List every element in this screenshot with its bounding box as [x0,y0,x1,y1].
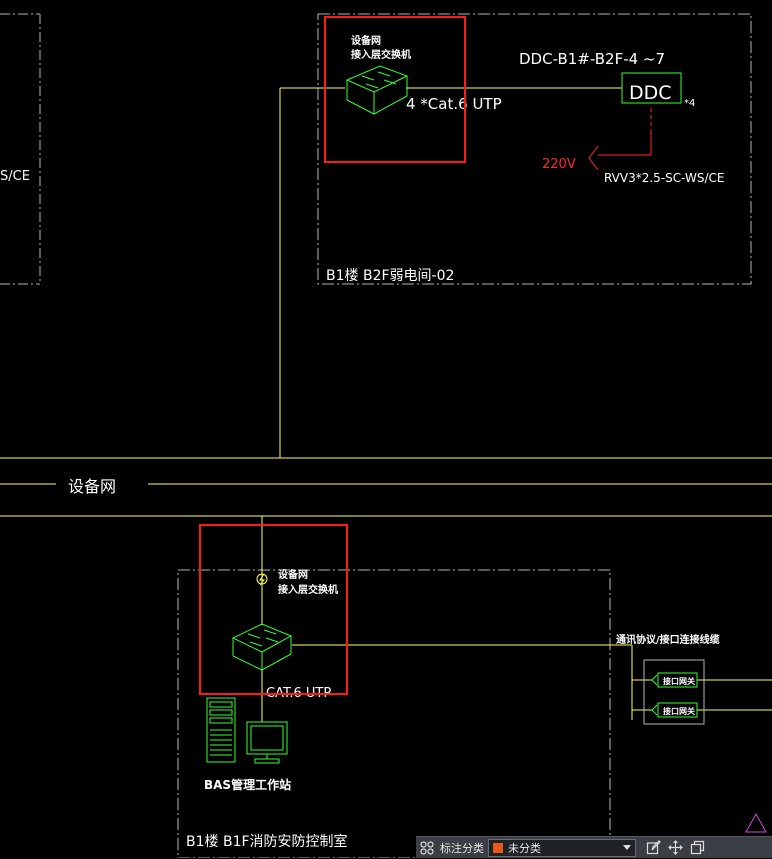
power-line [588,108,652,171]
room2-switch-label-line2: 接入层交换机 [278,583,338,596]
copy-icon[interactable] [686,837,708,859]
room1-cable-label: 4 *Cat.6 UTP [406,95,502,113]
edit-icon[interactable] [642,837,664,859]
room2-switch-label-line1: 设备网 [278,568,308,581]
ddc-title: DDC-B1#-B2F-4 ~7 [519,50,665,68]
annotation-category-select[interactable]: 未分类 [488,838,636,857]
move-icon[interactable] [664,837,686,859]
annotation-category-value: 未分类 [508,841,541,855]
room1-links [279,87,622,458]
room2-highlight-box [199,524,348,695]
room2-links [261,516,772,722]
workstation-label: BAS管理工作站 [204,777,291,792]
room1-switch-icon[interactable] [345,65,409,115]
gateway2-label: 接口网关 [663,706,695,716]
room2-switch-icon[interactable] [231,623,293,671]
room1-label: B1楼 B2F弱电间-02 [326,268,454,284]
left-partial-frame [0,13,41,285]
room1-frame [317,13,752,285]
left-partial-label: S/CE [0,169,30,184]
gateway1-box[interactable] [657,672,698,688]
gateway1-label: 接口网关 [663,676,695,686]
gateway2-box[interactable] [657,702,698,718]
computer-tower-icon [206,697,236,763]
monitor-icon [246,721,288,764]
gateway-frame [643,659,705,725]
surge-protector-icon [256,573,268,586]
room1-highlight-box [324,16,466,163]
annotation-toolbar: 标注分类 未分类 [416,836,772,858]
annotation-category-label: 标注分类 [440,841,484,855]
ddc-box-label: DDC [629,82,672,104]
ddc-box[interactable] [621,72,682,104]
backbone-lines [0,457,772,517]
voltage-label: 220V [542,157,576,172]
comm-label: 通讯协议/接口连接线缆 [616,633,720,646]
room1-switch-label-line2: 接入层交换机 [351,48,411,61]
chevron-down-icon [623,845,631,850]
gateway-arrows [651,674,658,716]
power-cable-label: RVV3*2.5-SC-WS/CE [604,171,724,185]
ddc-count: *4 [684,98,695,109]
room1-switch-label-line1: 设备网 [351,34,381,47]
grid-icon[interactable] [416,837,438,859]
room2-frame [177,569,611,858]
backbone-label: 设备网 [68,477,116,496]
room2-label: B1楼 B1F消防安防控制室 [186,833,348,850]
marker-triangle-icon [745,812,767,833]
category-color-swatch [493,842,503,853]
